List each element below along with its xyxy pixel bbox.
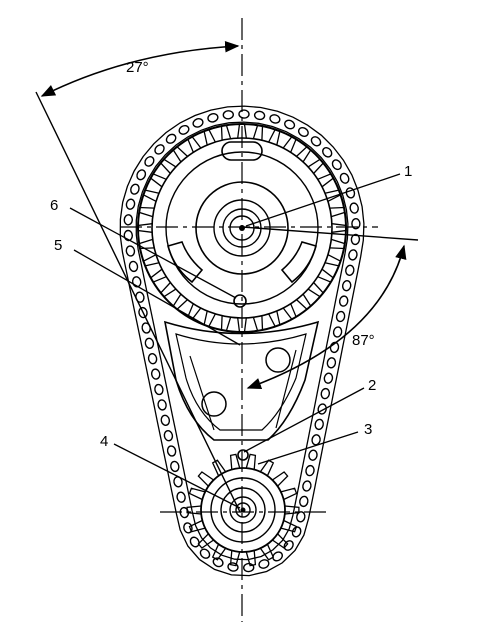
chain-link: [320, 387, 331, 400]
angle-label-87: 87°: [352, 332, 375, 349]
chain-link: [170, 460, 180, 473]
chain-link: [341, 280, 352, 292]
callout-3: 3: [364, 421, 372, 438]
chain-link: [335, 310, 346, 323]
chain-link: [296, 511, 306, 523]
chain-link: [130, 183, 140, 195]
chain-link: [348, 249, 358, 261]
chain-link: [136, 169, 147, 181]
chain-link: [144, 156, 155, 167]
chain-link: [291, 526, 302, 538]
chain-link: [323, 372, 334, 384]
chain-link: [150, 368, 161, 380]
chain-link: [284, 119, 296, 130]
chain-link: [141, 322, 151, 334]
chain-link: [183, 522, 193, 534]
chain-link: [165, 133, 177, 144]
callout-2: 2: [368, 377, 376, 394]
chain-link: [128, 260, 139, 273]
chain-link: [302, 480, 312, 492]
chain-link: [258, 559, 270, 569]
chain-inner-edge: [135, 121, 349, 561]
chain-link: [308, 449, 318, 461]
chain-link: [339, 172, 350, 184]
chain-link: [144, 337, 155, 349]
timing-chain: [119, 105, 365, 577]
angle-dimensions: 27° 87°: [40, 40, 407, 389]
27-degree-arc: [40, 40, 240, 97]
chain-link: [314, 418, 324, 431]
chain-link: [163, 430, 174, 442]
chain-link: [322, 147, 333, 158]
chain-link: [331, 159, 342, 171]
chain-link: [345, 264, 355, 276]
chain-link: [154, 383, 164, 396]
chain-link: [207, 113, 219, 123]
crankshaft-timing-mark: [237, 449, 249, 461]
chain-link: [192, 118, 204, 128]
angle-label-27: 27°: [126, 59, 149, 76]
chain-link: [189, 536, 200, 548]
chain-link: [332, 326, 343, 338]
chain-link: [147, 353, 158, 365]
guide-bolt-hole: [265, 347, 291, 373]
sprocket-slot: [167, 241, 204, 284]
chain-link: [176, 491, 186, 503]
reference-lines: [35, 91, 419, 513]
chain-link: [238, 109, 250, 119]
sprocket-slot: [280, 241, 317, 284]
guide-bolt-hole: [201, 391, 227, 417]
chain-link: [199, 548, 211, 559]
chain-outer-edge: [119, 105, 365, 577]
chain-link: [154, 144, 165, 155]
chain-link: [173, 476, 183, 488]
chain-link: [305, 464, 315, 477]
chain-link: [125, 198, 136, 210]
27-degree-reference-line: [35, 91, 241, 513]
chain-link: [212, 557, 224, 568]
crankshaft-center-mark: [240, 507, 246, 513]
chain-link: [350, 233, 361, 246]
chain-link: [326, 357, 337, 369]
callout-4: 4: [100, 433, 108, 450]
chain-link: [311, 434, 321, 446]
87-degree-arc: [246, 244, 407, 389]
chain-link: [222, 110, 234, 120]
chain-link: [125, 245, 136, 257]
callout-5: 5: [54, 237, 62, 254]
chain-link: [345, 187, 356, 199]
chain-link: [135, 291, 145, 303]
callout-leaders: [69, 173, 401, 509]
chain-link: [349, 202, 359, 214]
chain-link: [351, 218, 361, 230]
chain-link: [338, 295, 349, 307]
crankshaft-sprocket: [186, 449, 300, 567]
chain-link: [310, 136, 322, 147]
chain-link: [166, 445, 177, 457]
camshaft-timing-mark: [233, 294, 247, 308]
callout-6: 6: [50, 197, 58, 214]
callout-1: 1: [404, 163, 412, 180]
chain-link: [297, 126, 309, 138]
chain-link: [160, 414, 171, 426]
chain-link: [123, 214, 134, 226]
callout-numbers: 1 2 3 4 5 6: [50, 163, 412, 450]
chain-link: [178, 124, 190, 135]
chain-link: [269, 114, 281, 124]
chain-link: [253, 110, 266, 121]
chain-link: [272, 551, 283, 562]
chain-link: [157, 399, 167, 411]
chain-link: [299, 495, 309, 508]
87-degree-reference-line: [241, 226, 419, 241]
